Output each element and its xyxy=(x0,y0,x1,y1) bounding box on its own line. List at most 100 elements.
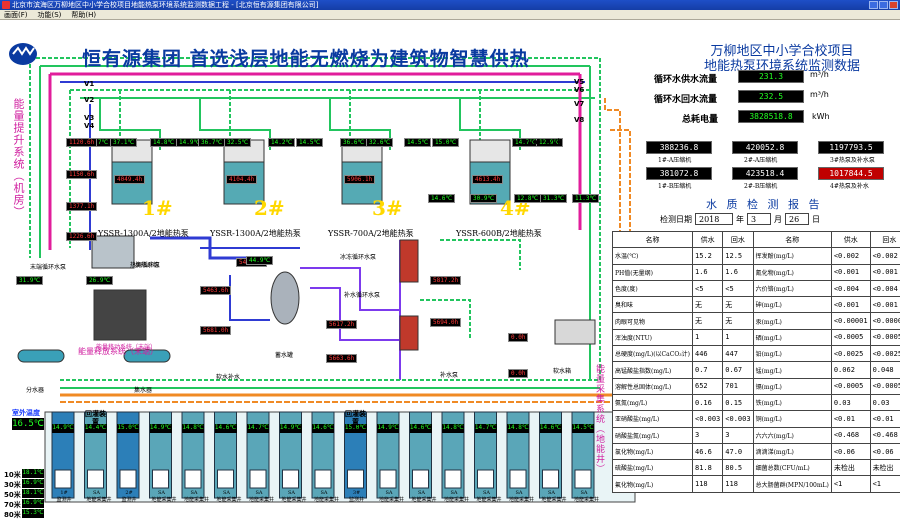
well-temp: 14.8℃ xyxy=(507,424,529,433)
loop-pump-label: 冰冻循环水泵 xyxy=(340,252,376,261)
well-label-plate xyxy=(510,470,526,488)
depth-label: 10米 xyxy=(4,470,21,480)
heat-pump-runtime: 5906.1h xyxy=(344,175,375,184)
wq-name: 砷(mg/L) xyxy=(753,297,831,313)
wq-name: 汞(mg/L) xyxy=(753,313,831,329)
pipe-temp-display: 14.5℃ xyxy=(296,138,323,147)
well-name: SA 地能采集井 xyxy=(379,490,399,504)
wq-value: 0.67 xyxy=(723,362,753,378)
maximize-button[interactable] xyxy=(879,1,888,9)
heat-pump-name: YSSR-1300A/2地能热泵 xyxy=(210,228,301,239)
wq-value: 1 xyxy=(692,329,722,345)
wq-value: <0.004 xyxy=(870,280,900,296)
meter-value: 423518.4 xyxy=(732,167,798,180)
pipe-temp-display: 12.8℃ xyxy=(514,194,541,203)
pipe-temp-display: 14.6℃ xyxy=(428,194,455,203)
well-temp: 14.5℃ xyxy=(572,424,594,433)
wq-name: 溶解性总固体(mg/L) xyxy=(613,378,693,394)
close-button[interactable] xyxy=(889,1,898,9)
wq-value: 0.03 xyxy=(831,394,870,410)
pipe-temp-display: 14.5℃ xyxy=(404,138,431,147)
minimize-button[interactable] xyxy=(869,1,878,9)
day-field[interactable]: 26 xyxy=(785,213,809,225)
wq-name: PH值(无量纲) xyxy=(613,264,693,280)
power-value: 3828518.8 xyxy=(738,110,804,123)
makeup-pump-label: 补水泵 xyxy=(440,370,458,379)
supply-water-label: 软水补水 xyxy=(216,372,240,381)
heat-pump-number: 2# xyxy=(254,196,285,220)
well-name: SA 地能采集井 xyxy=(87,490,107,504)
scada-panel: 恒有源集团 首选浅层地能无燃烧为建筑物智慧供热 万柳地区中小学合校项目 地能热泵… xyxy=(0,20,900,506)
wq-name: 色度(度) xyxy=(613,280,693,296)
runtime-display: 5663.6h xyxy=(326,354,357,363)
pipe-temp-display: 31.3℃ xyxy=(540,194,567,203)
well-name: SA 地能采集井 xyxy=(412,490,432,504)
wq-value: 1.6 xyxy=(692,264,722,280)
wq-name: 氟化物(mg/L) xyxy=(613,476,693,492)
depth-label: 50米 xyxy=(4,490,21,500)
valve-tag: V6 xyxy=(574,86,584,94)
well-name: SA 地能采集井 xyxy=(314,490,334,504)
wq-value: 无 xyxy=(723,297,753,313)
wq-header: 回水 xyxy=(723,232,753,248)
wq-header: 供水 xyxy=(692,232,722,248)
wq-value: <5 xyxy=(723,280,753,296)
menu-item-function[interactable]: 功能(S) xyxy=(38,10,62,19)
year-field[interactable]: 2018 xyxy=(695,213,733,225)
water-quality-date: 检测日期 2018 年 3 月 26 日 xyxy=(660,213,820,225)
valve-tag: V3 xyxy=(84,114,94,122)
wq-value: 0.15 xyxy=(723,394,753,410)
wq-value: 47.0 xyxy=(723,443,753,459)
wq-value: <0.0005 xyxy=(870,378,900,394)
date-label: 检测日期 xyxy=(660,214,692,225)
well-label-plate xyxy=(543,470,559,488)
wq-name: 六价铬(mg/L) xyxy=(753,280,831,296)
well-name: SA 地能采集井 xyxy=(574,490,594,504)
heat-pump-name: YSSR-700A/2地能热泵 xyxy=(328,228,414,239)
wq-value: 3 xyxy=(723,427,753,443)
meter-value: 1197793.5 xyxy=(818,141,884,154)
well-name: SA 地能采集井 xyxy=(249,490,269,504)
day-unit: 日 xyxy=(812,214,820,225)
meter-label: 1#-B压缩机 xyxy=(658,181,691,190)
wq-value: 652 xyxy=(692,378,722,394)
wq-name: 肉眼可见物 xyxy=(613,313,693,329)
well-label-plate xyxy=(413,470,429,488)
well-label-plate xyxy=(575,470,591,488)
heat-pump-number: 3# xyxy=(372,196,403,220)
menu-item-help[interactable]: 帮助(H) xyxy=(71,10,96,19)
menu-item-view[interactable]: 画面(F) xyxy=(4,10,28,19)
valve-tag: V5 xyxy=(574,78,584,86)
well-name: 1# 监测井 xyxy=(54,490,74,504)
wq-value: <0.00001 xyxy=(831,313,870,329)
supply-flow-unit: m³/h xyxy=(810,70,829,79)
pipe-temp-display: 37.1℃ xyxy=(110,138,137,147)
wq-value: <0.0025 xyxy=(870,346,900,362)
runtime-display: 5463.6h xyxy=(200,286,231,295)
wq-name: 硝酸盐氮(mg/L) xyxy=(613,427,693,443)
depth-label: 70米 xyxy=(4,500,21,510)
meter-label: 1#-A压缩机 xyxy=(658,155,691,164)
wq-value: 无 xyxy=(723,313,753,329)
wq-value: <1 xyxy=(831,476,870,492)
well-name: SA 地能采集井 xyxy=(152,490,172,504)
wq-value: <0.003 xyxy=(723,411,753,427)
valve-tag: V1 xyxy=(84,80,94,88)
well-label-plate xyxy=(283,470,299,488)
runtime-display: 5694.0h xyxy=(430,318,461,327)
month-field[interactable]: 3 xyxy=(747,213,771,225)
meter-label: 3#热泵及补水泵 xyxy=(830,155,875,164)
return-flow-label: 循环水回水流量 xyxy=(654,92,717,105)
collector-label: 集水器 xyxy=(134,385,152,394)
wq-value: 12.5 xyxy=(723,248,753,264)
well-top-label: 回灌装置 xyxy=(83,410,109,426)
runtime-display: 5817.2h xyxy=(430,276,461,285)
water-quality-title: 水 质 检 测 报 告 xyxy=(706,196,822,212)
pipe-temp-display: 36.7℃ xyxy=(198,138,225,147)
